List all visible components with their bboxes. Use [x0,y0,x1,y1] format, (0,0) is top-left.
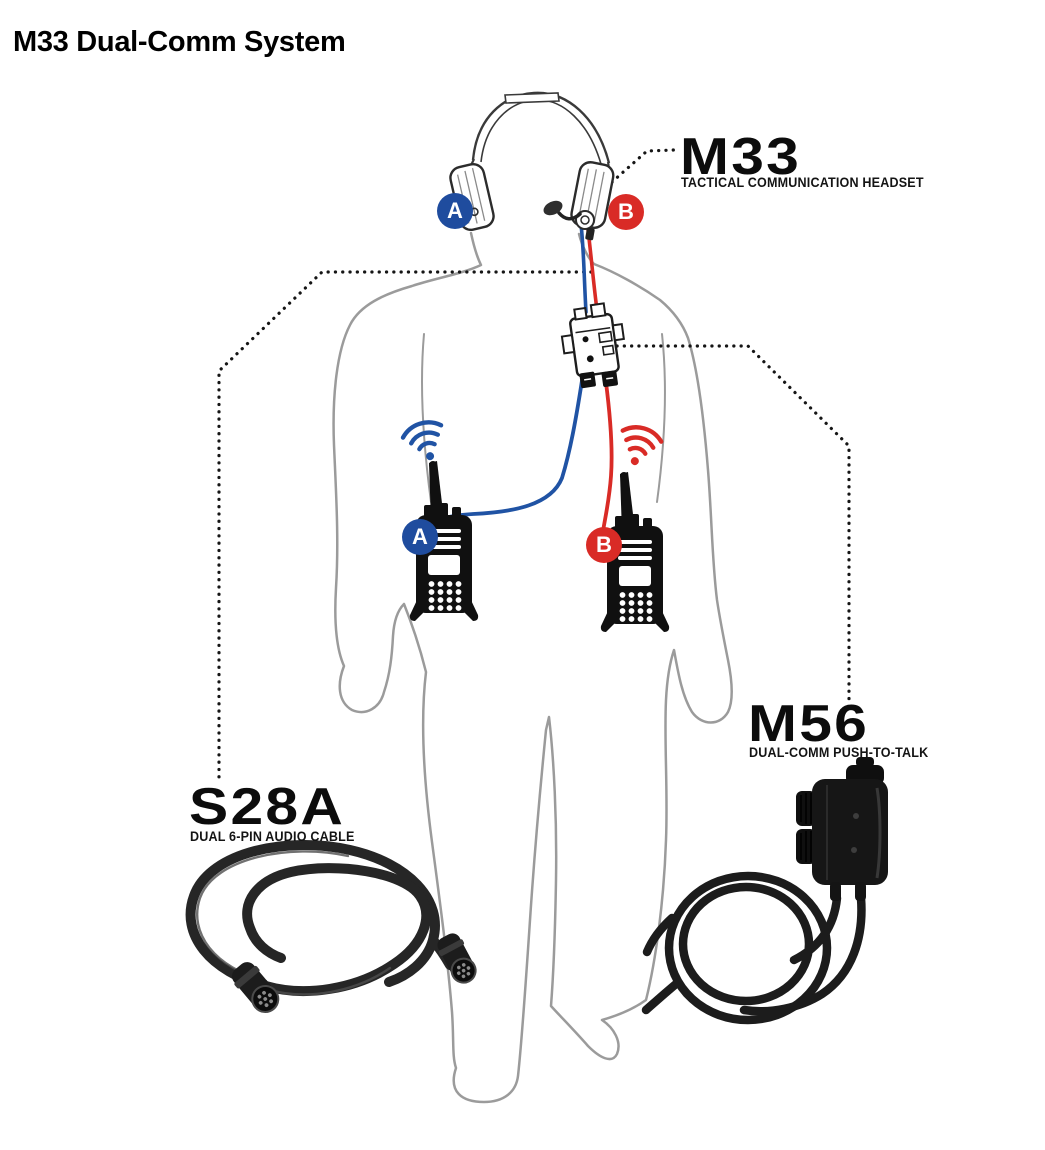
radio-b-badge: B [586,527,622,563]
product-sublabel-s28a: DUAL 6-PIN AUDIO CABLE [190,829,355,844]
chest-ptt-illustration [560,302,625,389]
cable-ptt-to-radio-b-red [600,373,614,540]
headset-illustration [449,91,615,241]
product-sublabel-m33: TACTICAL COMMUNICATION HEADSET [681,175,924,190]
leader-line-m56 [615,344,851,701]
page-title: M33 Dual-Comm System [13,26,346,58]
headset-channel-b-badge: B [608,194,644,230]
wifi-signal-icon-b [620,425,664,466]
radio-a-badge: A [402,519,438,555]
cable-headset-to-ptt-blue [579,222,588,314]
wifi-signal-icon-a [400,420,444,461]
cable-ptt-to-radio-a-blue [435,372,585,523]
s28a-cable-photo [185,840,477,1013]
leader-line-s28a [217,270,593,779]
product-label-m56: M56 [748,695,870,753]
product-label-s28a: S28A [189,778,346,836]
person-silhouette [332,231,733,1104]
product-sublabel-m56: DUAL-COMM PUSH-TO-TALK [749,745,929,760]
m56-ptt-photo [641,757,888,1025]
leader-line-m33 [610,148,676,184]
product-label-m33: M33 [680,128,802,186]
headset-channel-a-badge: A [437,193,473,229]
